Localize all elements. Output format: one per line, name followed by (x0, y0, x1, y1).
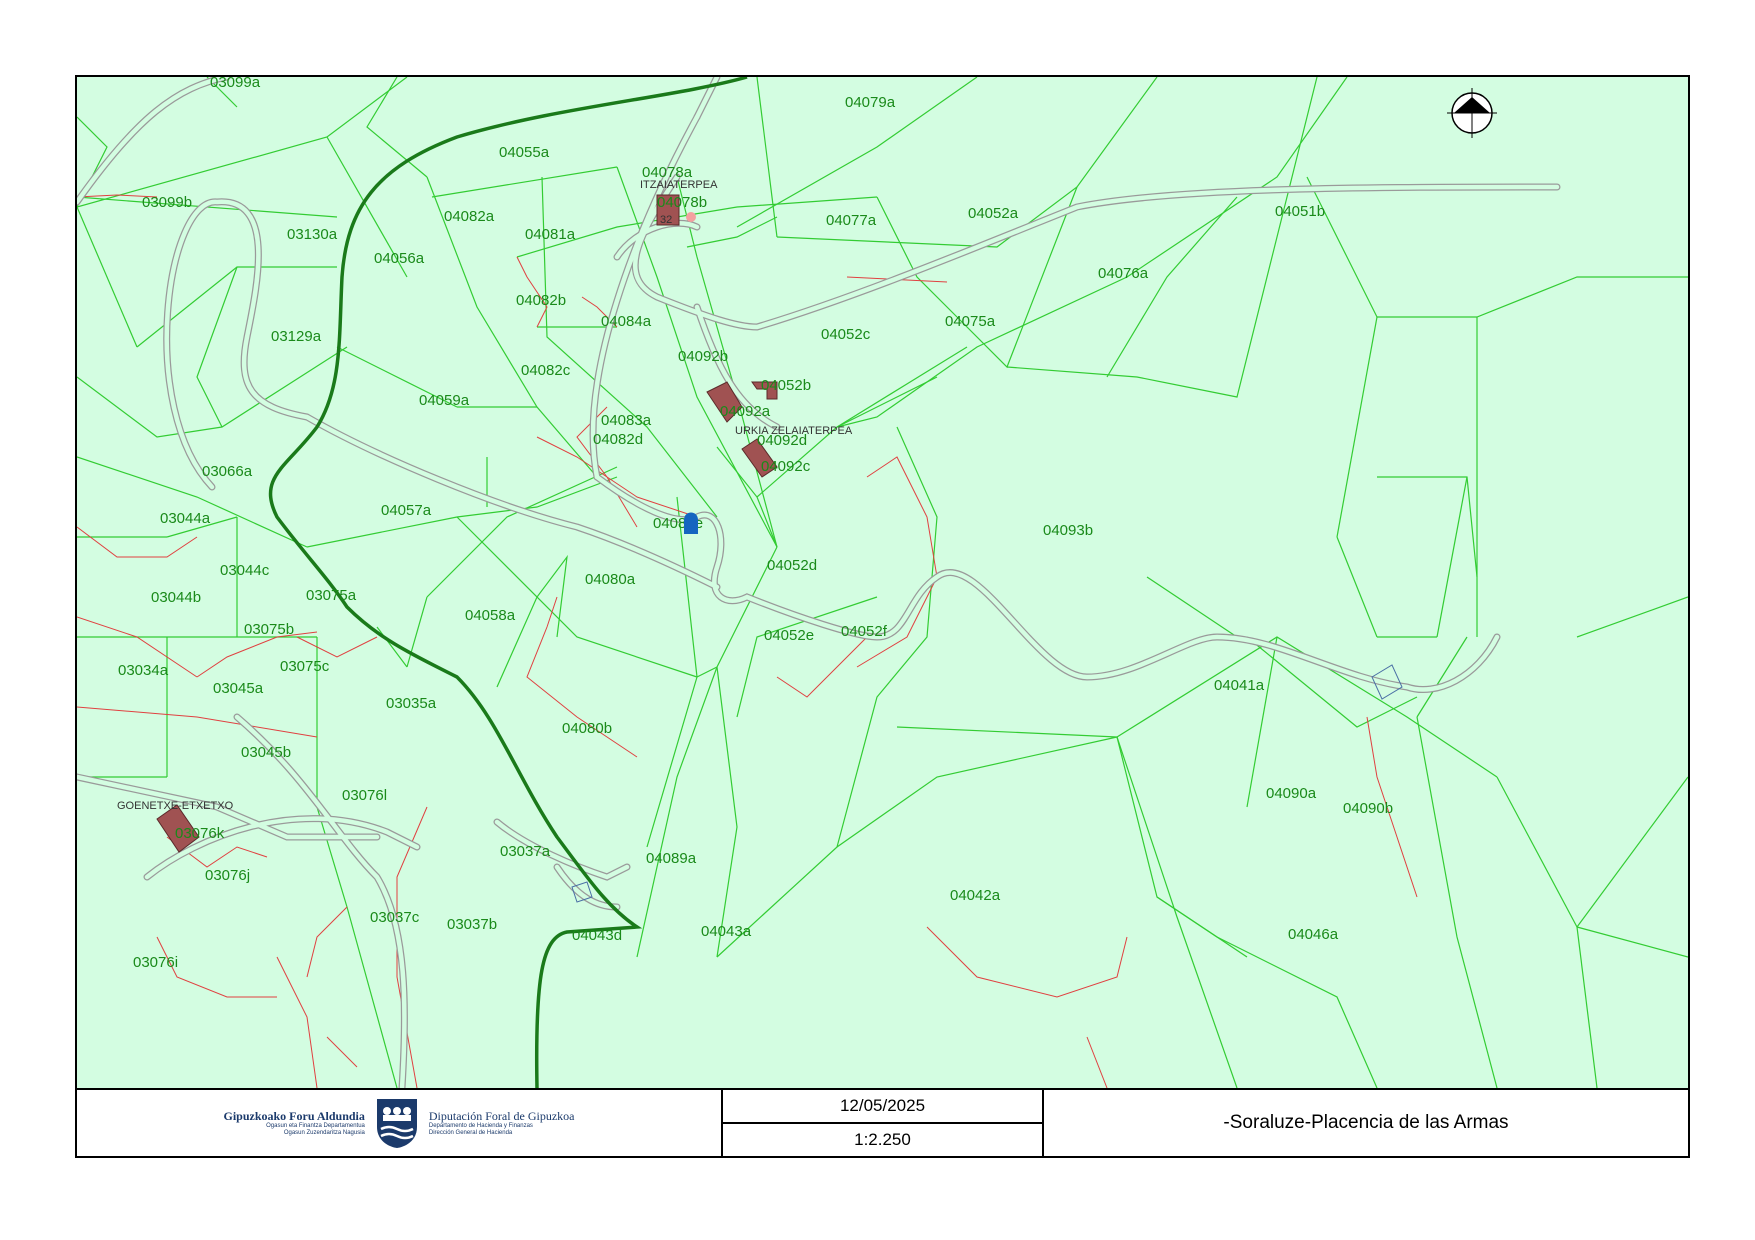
dir-name-eu: Ogasun Zuzendaritza Nagusia (283, 1129, 365, 1136)
parcel-label: 04041a (1214, 677, 1265, 694)
parcel-label: 03130a (287, 226, 338, 243)
buildings (156, 194, 778, 853)
date-scale-block: 12/05/2025 1:2.250 (721, 1090, 1044, 1156)
parcel-label: 04092c (761, 458, 811, 475)
parcel-label: 04046a (1288, 926, 1339, 943)
parcel-label: 03075c (280, 658, 330, 675)
map-footer: Gipuzkoako Foru Aldundia Ogasun eta Fina… (77, 1088, 1688, 1156)
parcel-label: 04077a (826, 212, 877, 229)
logo-text-spanish: Diputación Foral de Gipuzkoa Departament… (428, 1108, 575, 1136)
logo-block: Gipuzkoako Foru Aldundia Ogasun eta Fina… (77, 1090, 721, 1156)
parcel-label: 03044a (160, 510, 211, 527)
map-canvas: 03099a 04079a 04055a 04078a 04078b 03099… (77, 77, 1688, 1088)
org-name-eu: Gipuzkoako Foru Aldundia (223, 1108, 365, 1123)
parcel-label: 04052a (968, 205, 1019, 222)
parcel-label: 04082b (516, 292, 566, 309)
parcel-label: 04051b (1275, 203, 1325, 220)
parcel-label: 04089a (646, 850, 697, 867)
parcel-label: 04058a (465, 607, 516, 624)
parcel-label: 03075b (244, 621, 294, 638)
parcel-label: 04092a (720, 403, 771, 420)
place-labels: ITZAIATERPEA URKIA ZELAIATERPEA GOENETXE… (117, 179, 853, 812)
location-marker-icon[interactable] (684, 512, 698, 535)
parcel-label: 04042a (950, 887, 1001, 904)
map-scale: 1:2.250 (854, 1130, 911, 1149)
building-urkia-2 (751, 381, 778, 400)
parcel-label: 04080b (562, 720, 612, 737)
roads-inner (77, 77, 1560, 1088)
building-urkia-1 (706, 381, 743, 423)
parcel-label: 03066a (202, 463, 253, 480)
parcel-label: 03034a (118, 662, 169, 679)
municipality-name: -Soraluze-Placencia de las Armas (1223, 1112, 1509, 1133)
parcel-label: 04052e (764, 627, 814, 644)
coat-of-arms-icon (376, 1099, 417, 1148)
parcel-label: 03044b (151, 589, 201, 606)
parcel-label: 04081a (525, 226, 576, 243)
parcel-label: 04082c (521, 362, 571, 379)
parcel-label: 04092d (757, 432, 807, 449)
parcel-label: 04043a (701, 923, 752, 940)
parcel-label: 04052b (761, 377, 811, 394)
logo-text-basque: Gipuzkoako Foru Aldundia Ogasun eta Fina… (223, 1108, 365, 1136)
parcel-label: 04090b (1343, 800, 1393, 817)
org-name-es: Diputación Foral de Gipuzkoa (428, 1108, 575, 1123)
parcel-label: 04080a (585, 571, 636, 588)
parcel-label: 04056a (374, 250, 425, 267)
main-road (268, 77, 748, 1088)
parcel-label: 03076l (342, 787, 387, 804)
parcel-label: 04052f (841, 623, 888, 640)
parcel-label: 03037b (447, 916, 497, 933)
parcel-label: 04078b (657, 194, 707, 211)
parcel-label: 03075a (306, 587, 357, 604)
building-goenetxe (156, 804, 200, 853)
parcel-label: 03037c (370, 909, 420, 926)
parcel-label: 04076a (1098, 265, 1149, 282)
parcel-label: 04079a (845, 94, 896, 111)
map-date: 12/05/2025 (723, 1090, 1042, 1124)
parcel-label: 04055a (499, 144, 550, 161)
parcel-label: 04078a (642, 164, 693, 181)
parcel-label: 03037a (500, 843, 551, 860)
parcel-label: 04083a (601, 412, 652, 429)
parcel-label: 03045a (213, 680, 264, 697)
north-arrow-icon (1447, 88, 1497, 138)
cadastral-map[interactable]: 03099a 04079a 04055a 04078a 04078b 03099… (77, 77, 1688, 1088)
parcel-label: 04075a (945, 313, 996, 330)
parcel-label: 03076j (205, 867, 250, 884)
parcel-label: 04059a (419, 392, 470, 409)
place-label-goenetxe: GOENETXE-ETXETXO (117, 800, 234, 812)
parcel-label: 04082d (593, 431, 643, 448)
outline-structures (571, 664, 1403, 903)
parcel-label: 04057a (381, 502, 432, 519)
parcel-label: 03099a (210, 77, 261, 91)
dept-name-eu: Ogasun eta Finantza Departamentua (266, 1123, 365, 1129)
parcel-label: 04043d (572, 927, 622, 944)
parcel-label: 03129a (271, 328, 322, 345)
building-number: 32 (660, 214, 672, 226)
parcel-label: 04090a (1266, 785, 1317, 802)
parcel-label: 04093b (1043, 522, 1093, 539)
parcel-label: 03099b (142, 194, 192, 211)
parcel-label: 03045b (241, 744, 291, 761)
building-urkia-3 (741, 438, 778, 478)
parcel-label: 04092b (678, 348, 728, 365)
parcel-label: 03035a (386, 695, 437, 712)
dept-name-es: Departamento de Hacienda y Finanzas (428, 1123, 533, 1129)
parcel-label: 03076i (133, 954, 178, 971)
parcel-label: 04082a (444, 208, 495, 225)
dir-name-es: Dirección General de Hacienda (428, 1129, 513, 1136)
point-marker (686, 212, 696, 222)
parcel-label: 04052c (821, 326, 871, 343)
parcel-boundaries (77, 77, 1688, 1088)
parcel-labels: 03099a 04079a 04055a 04078a 04078b 03099… (118, 77, 1393, 971)
place-label-itzaiaterpea: ITZAIATERPEA (640, 179, 718, 191)
parcel-label: 04052d (767, 557, 817, 574)
place-label-urkia: URKIA ZELAIATERPEA (735, 425, 853, 437)
parcel-label: 03044c (220, 562, 270, 579)
parcel-label: 03076k (175, 825, 225, 842)
parcel-label: 04084a (601, 313, 652, 330)
building-itzaiaterpea (656, 194, 680, 226)
map-frame: 03099a 04079a 04055a 04078a 04078b 03099… (75, 75, 1690, 1158)
